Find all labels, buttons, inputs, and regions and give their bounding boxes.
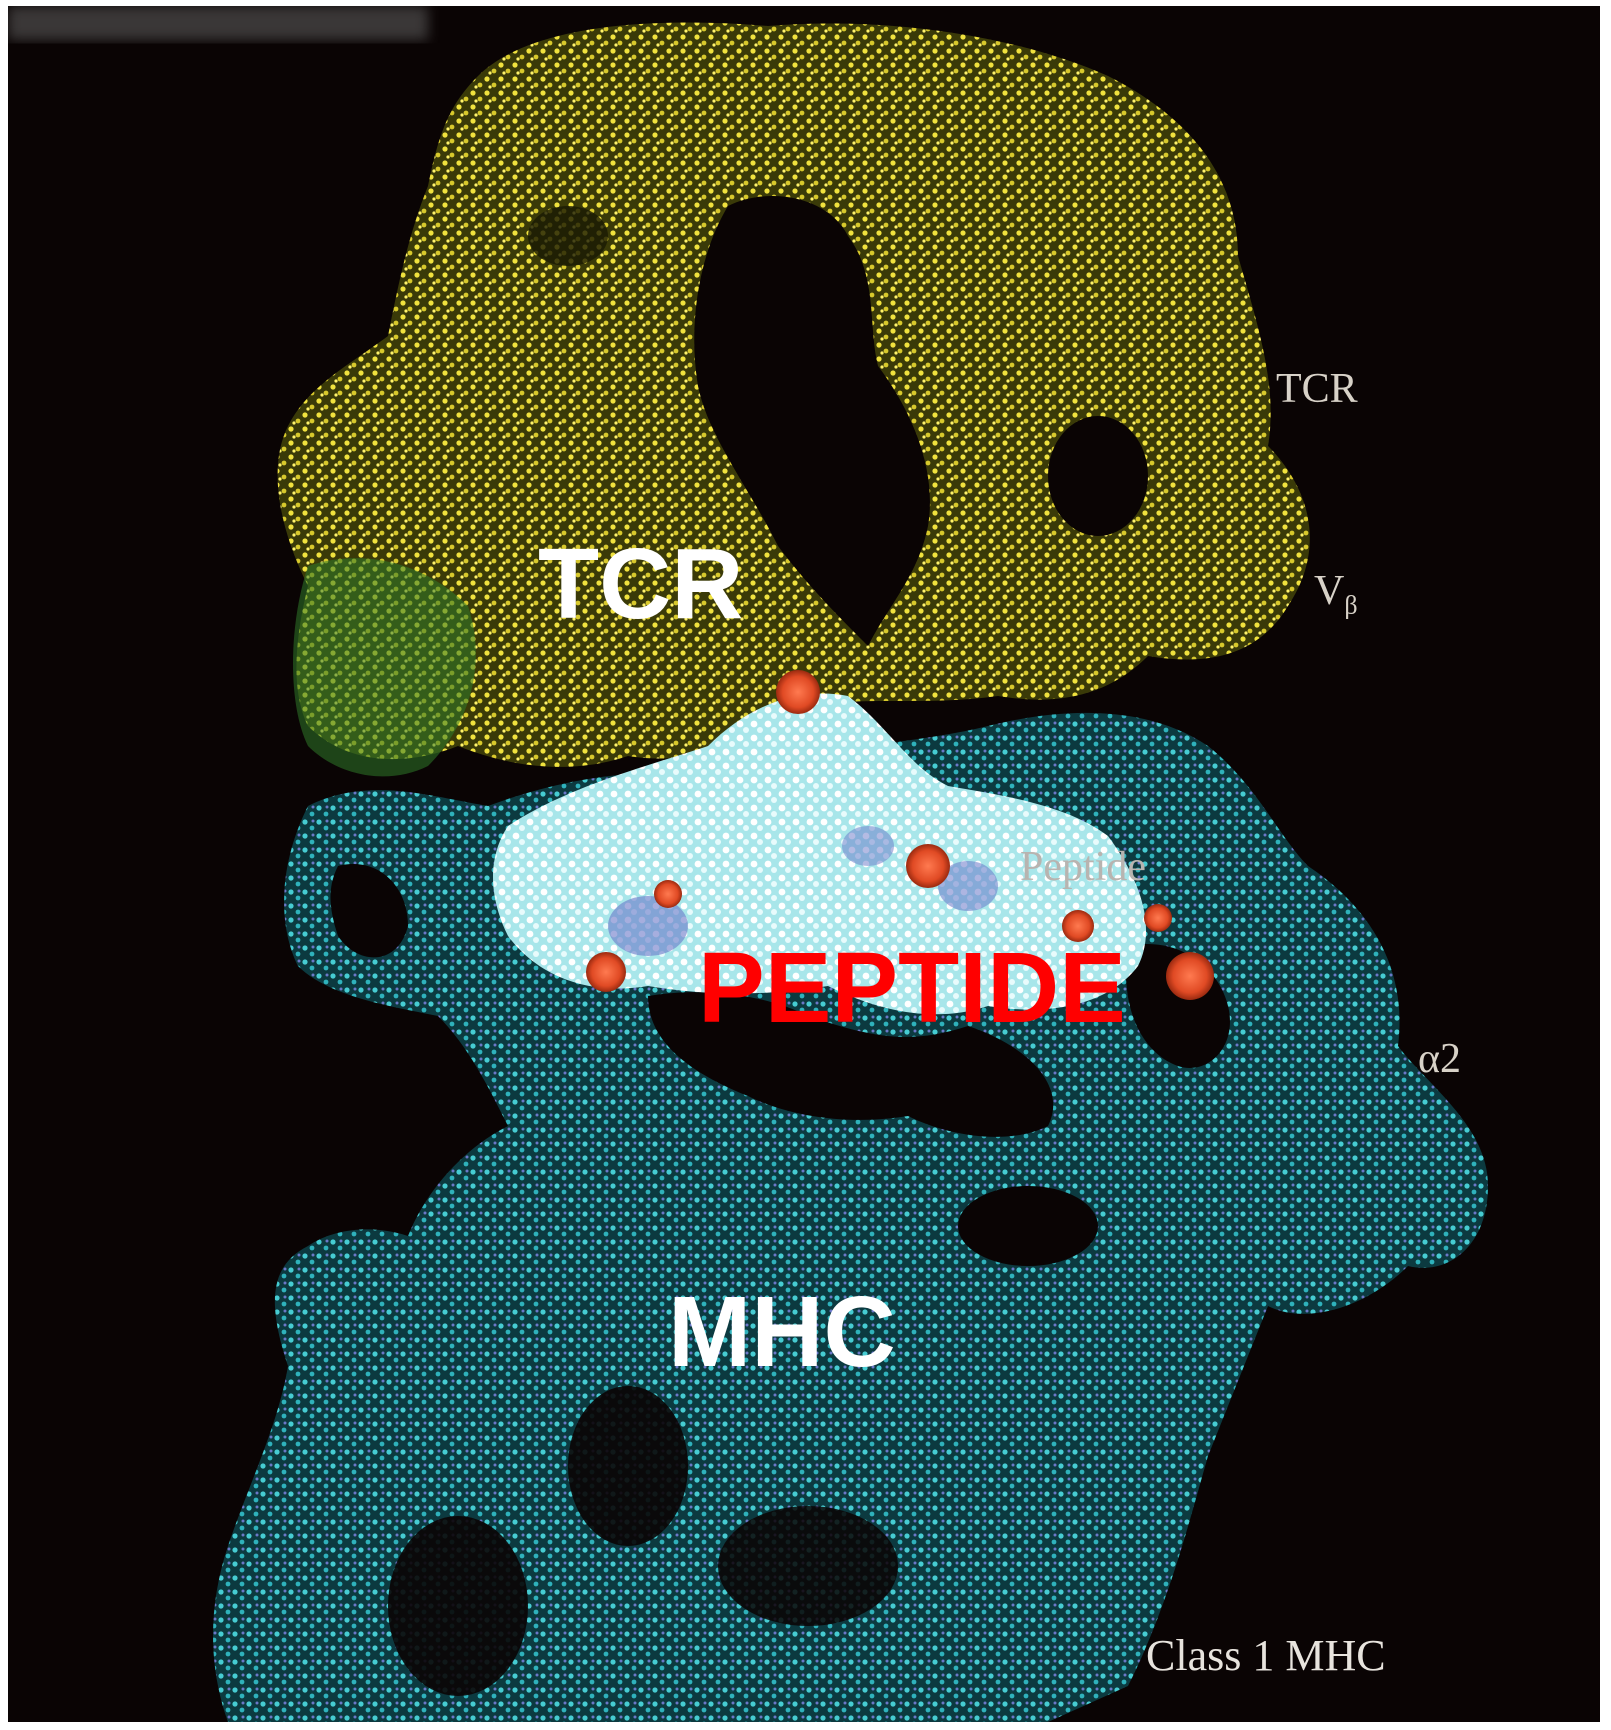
tcr-label-small: TCR: [1276, 366, 1358, 412]
tcr-label-large: TCR: [538, 528, 744, 640]
v-beta-subscript: β: [1344, 590, 1358, 620]
peptide-label-large: PEPTIDE: [698, 932, 1126, 1044]
tcr-mhc-peptide-surface-render: [8, 6, 1600, 1722]
v-beta-label: Vβ: [1314, 570, 1358, 618]
molecular-surface-image: TCR PEPTIDE MHC TCR Vβ Peptide α2 Class …: [8, 6, 1600, 1722]
class1-mhc-label: Class 1 MHC: [1146, 1631, 1386, 1680]
mhc-label-large: MHC: [668, 1276, 896, 1388]
v-beta-main: V: [1314, 568, 1345, 614]
peptide-label-small: Peptide: [1020, 844, 1146, 890]
alpha2-label: α2: [1418, 1036, 1462, 1082]
